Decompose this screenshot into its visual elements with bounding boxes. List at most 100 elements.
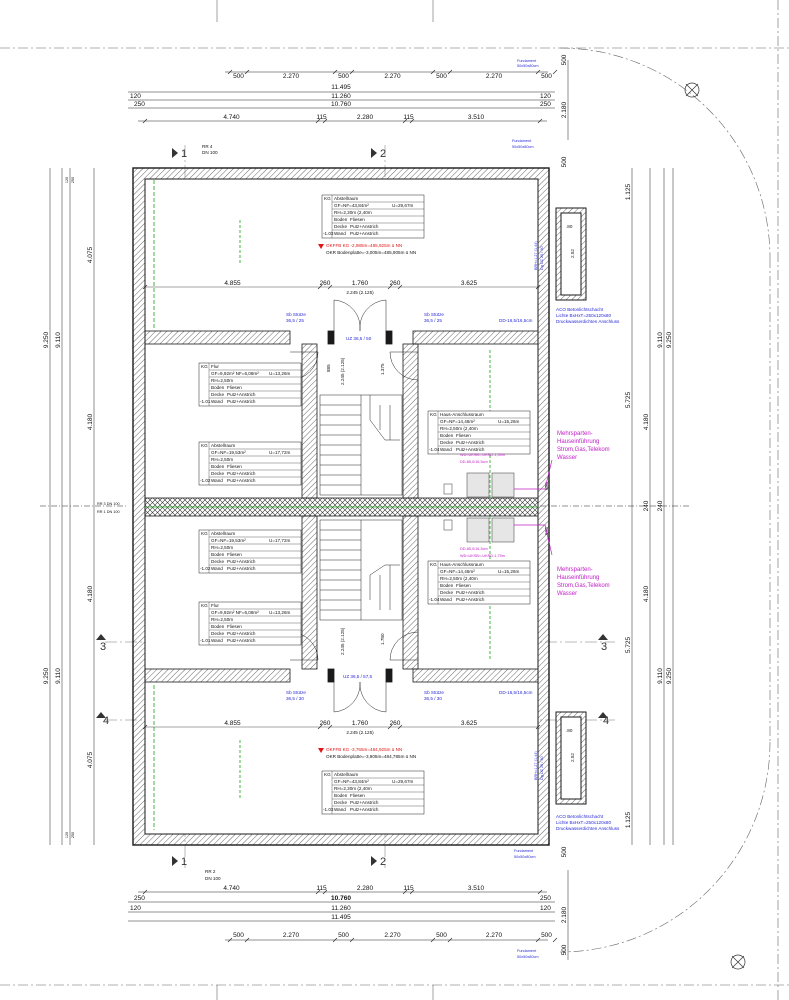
bottom-dim-overall-1: 11.495 (331, 914, 351, 921)
room-label-wand: Wand (211, 478, 223, 483)
room-area: GF=NF=43,84m² (334, 203, 369, 208)
left-dim-small-1: 120 (65, 177, 69, 183)
top-dim-overall-1: 11.495 (331, 84, 351, 91)
room-name: Flur (211, 364, 219, 369)
dim-tick (142, 889, 148, 895)
room-boden: Fliesen (350, 793, 365, 798)
axis-marker-3-right: 3 (598, 634, 608, 653)
upper-stuetze-right: Sb Stütze (424, 312, 444, 317)
axis-marker-2-top: 2 (371, 148, 386, 160)
left-dimension-chains (40, 168, 128, 845)
dim-value: 115 (316, 114, 327, 121)
dim-tick (332, 937, 338, 943)
room-decke: Putz+Anstrich (350, 224, 379, 229)
dim-value: 500 (436, 932, 447, 939)
left-dim-row-2: 4.180 (87, 413, 94, 430)
dim-value: 2.270 (283, 932, 300, 939)
room-height: RH=2,50m (211, 378, 233, 383)
dim-value: 3.510 (468, 114, 485, 121)
upper-mehrsparten-3: Strom,Gas,Telekom (557, 447, 610, 453)
right-dim-misc-5: 500 (561, 156, 568, 167)
right-dim-misc-3: 2.180 (561, 906, 568, 923)
lower-red-note-1: OKFFB KG -3,765m=484,925m ü NN (326, 747, 402, 752)
room-wand: Putz+Anstrich (350, 807, 379, 812)
room-wand: Putz+Anstrich (227, 478, 256, 483)
room-name: Flur (211, 603, 219, 608)
dim-value: 500 (436, 73, 447, 80)
room-code: -1.01 (200, 399, 211, 404)
room-kg: KG (201, 531, 208, 536)
lower-wd-2: DD-85,0/16,5cm (460, 547, 488, 551)
dim-tick (227, 937, 233, 943)
top-fundament: Fundament (517, 59, 537, 63)
dim-value: 3.625 (461, 720, 478, 727)
lower-mehrsparten-2: Hauseinführung (557, 575, 599, 581)
room-label-decke: Decke (211, 392, 224, 397)
left-dim-small-3: 250 (71, 832, 75, 838)
room-label-boden: Boden (211, 552, 225, 557)
room-label-boden: Boden (334, 217, 348, 222)
room-kg: KG (430, 562, 437, 567)
room-perimeter: U=29,67m (392, 779, 413, 784)
dim-tick (537, 118, 543, 124)
dim-tick (349, 69, 355, 75)
dim-value: 260 (320, 720, 331, 727)
room-label-decke: Decke (334, 800, 347, 805)
lower-aco-1: ACO Betonlichtschacht (556, 814, 604, 819)
shaft-bot-252: 2.52 (570, 753, 575, 762)
room-label-boden: Boden (440, 433, 454, 438)
room-label-wand: Wand (334, 807, 346, 812)
lower-brh: BRH=1,27 (1,44) (534, 751, 538, 780)
dim-tick (142, 284, 148, 290)
axis-marker-1-top: 1 (172, 148, 187, 160)
upper-uz: UZ 36,5 / 50 (346, 336, 372, 341)
room-label-boden: Boden (211, 624, 225, 629)
dn2-label: DN 100 (205, 876, 221, 881)
room-label-wand: Wand (440, 597, 452, 602)
room-height: RH=2,50m (211, 457, 233, 462)
room-label-wand: Wand (334, 231, 346, 236)
dim-tick (244, 69, 250, 75)
dim-value: 260 (390, 280, 401, 287)
dim-value: 2.270 (283, 73, 300, 80)
survey-marker-bottom (730, 954, 746, 970)
top-dim-edge-4: 250 (540, 101, 551, 108)
room-label-boden: Boden (211, 385, 225, 390)
dim-tick (227, 69, 233, 75)
bottom-fundament: Fundament (517, 949, 537, 953)
dim-value: 115 (403, 885, 414, 892)
room-label-wand: Wand (211, 638, 223, 643)
right-dim-misc-4: 1.125 (625, 811, 632, 828)
room-label-wand: Wand (211, 399, 223, 404)
dim-tick (327, 724, 333, 730)
room-name: Abstellraum (334, 196, 358, 201)
doors (289, 299, 419, 713)
lower-stuetze-left-dim: 36,5 / 30 (286, 696, 304, 701)
room-code: -1.03 (323, 231, 334, 236)
room-kg: KG (324, 196, 331, 201)
dim-value: 3.625 (461, 280, 478, 287)
staircase-top (319, 394, 403, 496)
room-label-boden: Boden (334, 793, 348, 798)
room-area: GF=NF=43,84m² (334, 779, 369, 784)
svg-text:4: 4 (103, 715, 109, 727)
right-dim-misc-8: 240 (643, 500, 650, 511)
top-dimension-chains (128, 71, 555, 122)
room-label-decke: Decke (440, 590, 453, 595)
room-label-decke: Decke (211, 631, 224, 636)
dim-tick (332, 69, 338, 75)
room-decke: Putz+Anstrich (350, 800, 379, 805)
dim-value: 260 (320, 280, 331, 287)
right-dim-misc-2: 2.180 (561, 101, 568, 118)
room-height: RH=2,50m (2,40m (440, 576, 478, 581)
lower-stair-2: 2.245 (2.125) (340, 627, 345, 655)
room-label-wand: Wand (211, 566, 223, 571)
bottom-dim-overall-3: 10.760 (331, 895, 351, 902)
rr3-label: RR 3 DN 100 (97, 502, 120, 506)
room-code: -1.02 (200, 566, 211, 571)
